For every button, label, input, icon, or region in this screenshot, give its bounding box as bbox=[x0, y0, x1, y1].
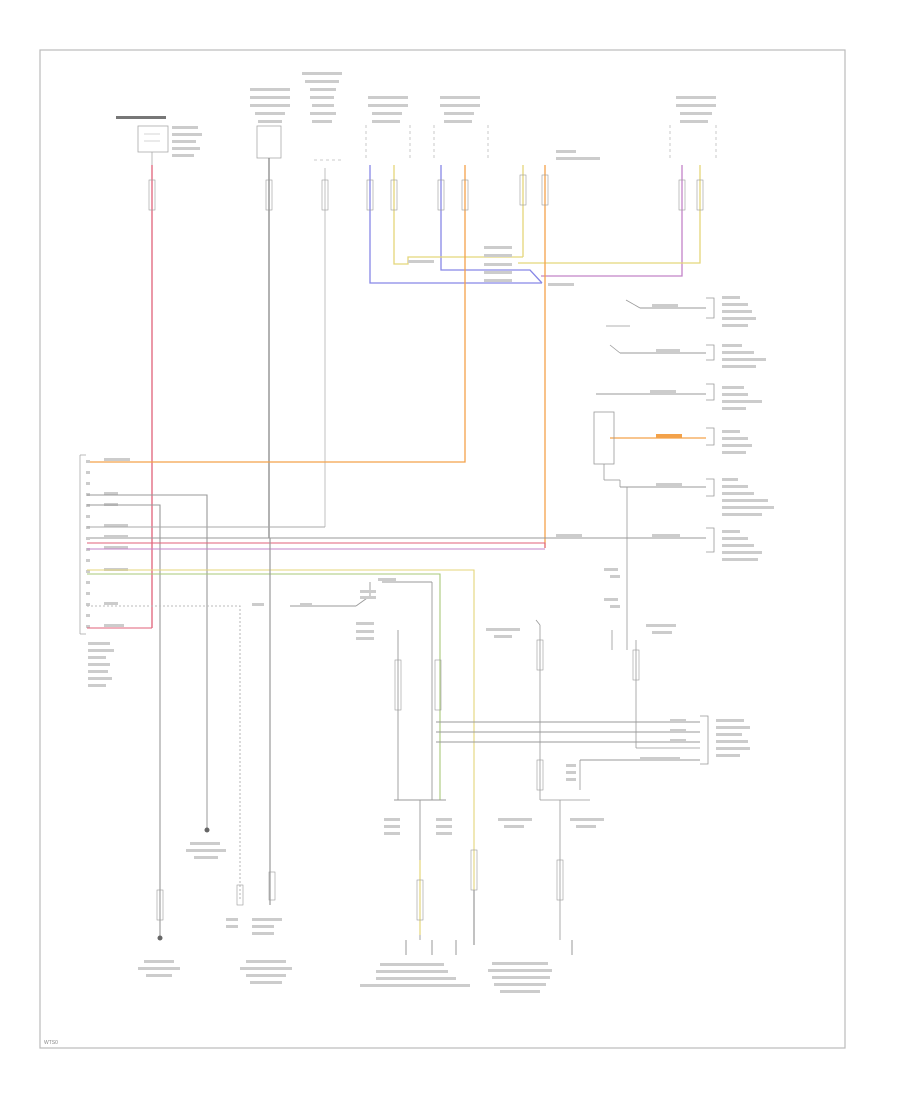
bottom-module-labels bbox=[226, 818, 552, 993]
orange-wire-label bbox=[656, 434, 682, 438]
center-module-labels bbox=[252, 578, 396, 640]
left-pin-connector bbox=[79, 454, 130, 687]
center-right-splice bbox=[593, 411, 628, 650]
left-horizontal-wires bbox=[87, 494, 546, 935]
top-wire-bundle bbox=[87, 158, 704, 628]
diagram-border bbox=[39, 49, 846, 1049]
diagram-footer-code: WTS0 bbox=[44, 1040, 58, 1046]
top-component-5 bbox=[433, 96, 489, 158]
bundle-labels bbox=[408, 246, 574, 286]
bottom-ground-1 bbox=[186, 780, 226, 859]
right-component-labels bbox=[556, 296, 774, 561]
right-connector-group bbox=[87, 297, 715, 553]
right-lower-connector bbox=[535, 619, 709, 940]
top-component-2 bbox=[250, 88, 290, 159]
bottom-ground-2 bbox=[138, 905, 180, 977]
top-component-4 bbox=[365, 96, 411, 158]
bottom-yellow-wires bbox=[156, 538, 640, 955]
top-left-fuse-component bbox=[116, 116, 202, 165]
splice-label-top bbox=[556, 150, 600, 160]
top-right-component bbox=[669, 96, 717, 158]
top-component-3 bbox=[302, 72, 342, 161]
right-lower-labels bbox=[486, 568, 750, 828]
